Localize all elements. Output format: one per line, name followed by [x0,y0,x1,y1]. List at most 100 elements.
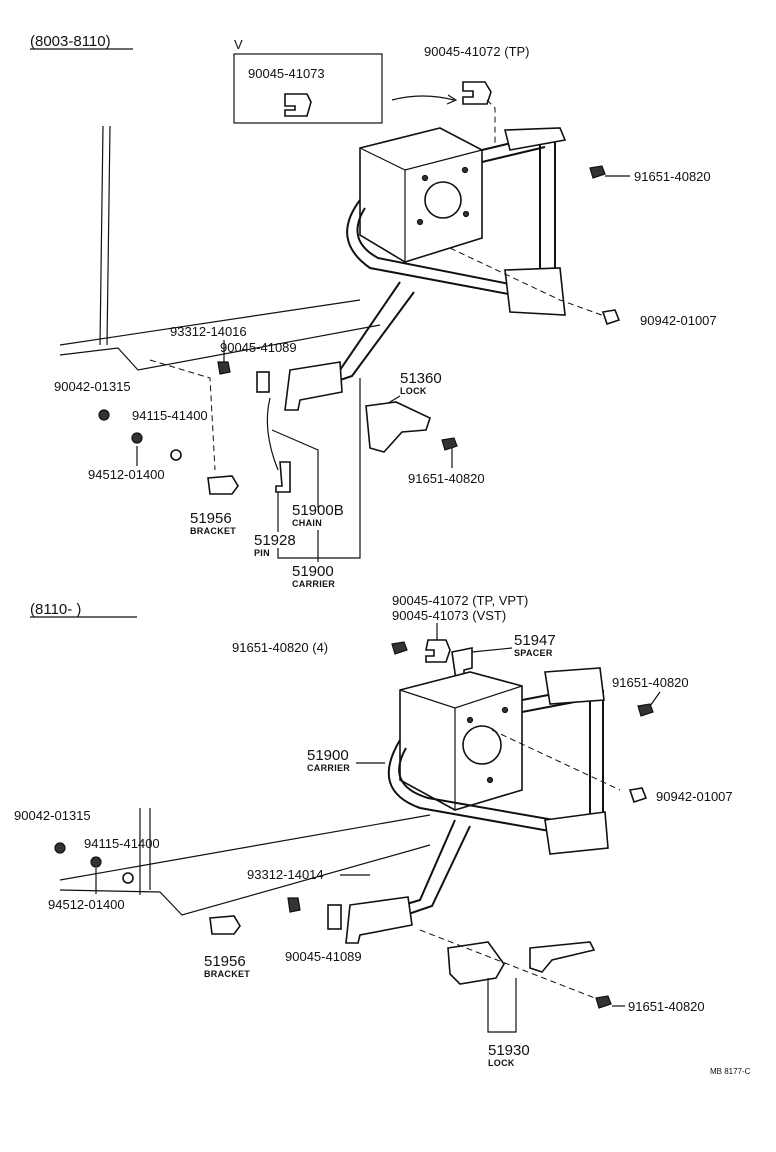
lock-bottom-name: LOCK [488,1058,515,1068]
arm-mount-bottom [345,896,413,944]
bracket-bottom-name: BRACKET [204,969,250,979]
top-section: (8003-8110) V 90045-41073 90045-41072 (T… [30,33,717,589]
lock-top-icon [365,401,431,453]
section-title-bottom: (8110- ) [30,601,81,618]
pin-name: PIN [254,548,270,558]
plate-stud [416,218,424,226]
plate-stud [421,174,429,182]
carrier-plate [359,127,483,263]
body-line-vertical [99,125,104,346]
inset-part-label: 90045-41073 [248,66,325,81]
chain-icon [266,397,279,471]
bracket-leader [149,359,216,471]
nut-94512-label: 94512-01400 [88,467,165,482]
carrier-tube-lower-inner [356,207,541,291]
nut-right-bottom-label: 90942-01007 [656,789,733,804]
lock-bottom-bolt-label: 91651-40820 [628,999,705,1014]
plate-stud [461,166,469,174]
hinge-upper-bottom [544,667,605,705]
plate-stud [466,716,474,724]
bolt-right-label: 91651-40820 [612,675,689,690]
carrier-bottom-leader-right [491,729,621,791]
pin-icon [275,461,291,493]
carrier-top-bracket [277,378,361,559]
nut-right-icon [601,309,621,326]
nut-90042-label: 90042-01315 [54,379,131,394]
carrier-tube-bottom [387,739,601,841]
clip-tp-label: 90045-41072 (TP) [424,44,530,59]
inset-frame [233,53,383,124]
bottom-section: (8110- ) 90045-41072 (TP, VPT) 90045-410… [14,593,751,1076]
section-title-top: (8003-8110) [30,33,111,50]
washer-94115-bottom-label: 94115-41400 [84,836,160,851]
pin-num: 51928 [254,532,296,549]
lock-top-bolt-label: 91651-40820 [408,471,485,486]
support-arm-bottom [379,819,456,913]
bracket-bottom-icon [209,915,241,935]
nut-94512-bottom-icon [90,856,102,868]
carrier-leader-right [449,247,611,319]
lock-bottom-bolt-icon [595,995,612,1009]
bolt-4-icon [391,641,408,655]
inset-arrow [391,95,455,101]
carrier-plate-hole [424,181,462,219]
plate-41089-icon [256,371,270,393]
body-line-bottom-lower [59,814,431,881]
plate-stud [486,776,494,784]
hinge-lower [504,267,566,316]
hinge-lower-bottom [544,811,609,855]
bracket-top-num: 51956 [190,510,232,527]
nut-94512-icon [131,432,143,444]
plate-41089-bottom-icon [327,904,342,930]
nut-right-label: 90942-01007 [640,313,717,328]
lock-top-num: 51360 [400,370,442,387]
inset-box: V 90045-41073 [233,37,383,124]
clip-inset-icon [284,93,312,117]
washer-94115-label: 94115-41400 [132,408,208,423]
bolt-93312-icon [217,361,231,375]
clip-bottom-icon [425,639,451,663]
chain-num: 51900B [292,502,344,519]
figure-code: MB 8177-C [710,1067,751,1076]
lock-bottom-num: 51930 [488,1042,530,1059]
body-line-lower-2 [59,324,381,371]
lock-lever-icon [529,941,596,973]
body-line-vertical-2 [106,125,111,346]
lock-top-name: LOCK [400,386,427,396]
inset-arrowhead [446,94,458,105]
lock-top-bolt-icon [441,437,458,451]
washer-94115-icon [170,449,182,461]
body-line-bottom-lower-2 [59,844,431,916]
inset-letter: V [234,37,243,52]
bracket-bottom-num: 51956 [204,953,246,970]
carrier-tube-upper-2 [481,146,546,163]
plate-41089-bottom-label: 90045-41089 [285,949,362,964]
spacer-name: SPACER [514,648,553,658]
body-line-lower [59,299,361,346]
bolt-4-label: 91651-40820 (4) [232,640,328,655]
bolt-upper-icon [589,165,606,179]
carrier-tube-bottom-inner [398,747,601,829]
nut-right-bottom-icon [628,787,648,804]
plate-stud [462,210,470,218]
bolt-upper-label: 91651-40820 [634,169,711,184]
clip-tp-vpt-label: 90045-41072 (TP, VPT) [392,593,528,608]
bolt-right-icon [637,703,654,717]
hinge-upper [503,127,567,151]
plate-41089-label: 90045-41089 [220,340,297,355]
chain-leader [271,429,319,508]
nut-90042-bottom-label: 90042-01315 [14,808,91,823]
spacer-num: 51947 [514,632,556,649]
clip-vst-label: 90045-41073 (VST) [392,608,506,623]
bracket-top-icon [207,475,239,495]
plate-stud [501,706,509,714]
carrier-plate-bottom-hole [462,725,502,765]
arm-mount [284,361,343,411]
carrier-plate-bottom [399,671,523,811]
carrier-bottom-name: CARRIER [307,763,350,773]
bolt-93312-label: 93312-14016 [170,324,247,339]
bracket-top-name: BRACKET [190,526,236,536]
bolt-93312-bottom-icon [287,897,301,913]
carrier-top-name: CARRIER [292,579,335,589]
